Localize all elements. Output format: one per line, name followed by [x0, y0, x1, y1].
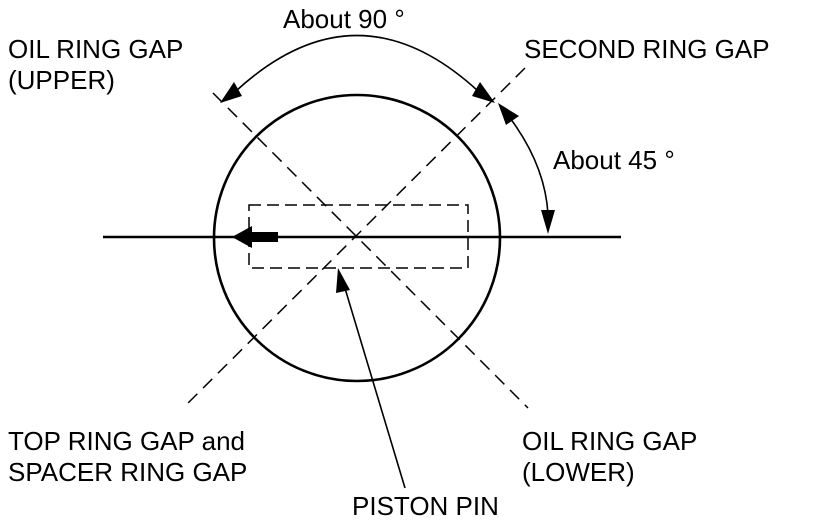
- top-ring-gap-line1: TOP RING GAP and: [8, 426, 245, 456]
- angle-45-arc: [509, 117, 549, 215]
- front-mark-arrow: [232, 226, 278, 248]
- oil-ring-gap-upper-line2: (UPPER): [8, 65, 115, 95]
- second-ring-gap-label: SECOND RING GAP: [524, 34, 770, 64]
- piston-pin-leader-arrowhead: [336, 268, 350, 293]
- about-45-label: About 45 °: [553, 145, 675, 175]
- oil-ring-gap-lower-line1: OIL RING GAP: [522, 426, 698, 456]
- second-ring-gap-diagonal: [182, 67, 526, 409]
- angle-90-arrowhead-right: [472, 82, 495, 103]
- oil-ring-gap-diagonal: [212, 92, 529, 409]
- top-ring-gap-line2: SPACER RING GAP: [8, 457, 248, 487]
- oil-ring-gap-lower-line2: (LOWER): [522, 457, 635, 487]
- angle-45-arrowhead-bottom: [541, 210, 555, 234]
- piston-pin-label: PISTON PIN: [352, 491, 499, 521]
- about-90-label: About 90 °: [283, 4, 405, 34]
- oil-ring-gap-upper-label: OIL RING GAP (UPPER): [8, 34, 183, 96]
- oil-ring-gap-upper-line1: OIL RING GAP: [8, 34, 184, 64]
- angle-90-arrowhead-left: [220, 82, 242, 103]
- oil-ring-gap-lower-label: OIL RING GAP (LOWER): [522, 426, 697, 488]
- angle-90-arc: [235, 34, 479, 92]
- top-ring-gap-label: TOP RING GAP and SPACER RING GAP: [8, 426, 247, 488]
- piston-pin-leader: [343, 284, 406, 489]
- angle-45-arrowhead-top: [498, 103, 519, 125]
